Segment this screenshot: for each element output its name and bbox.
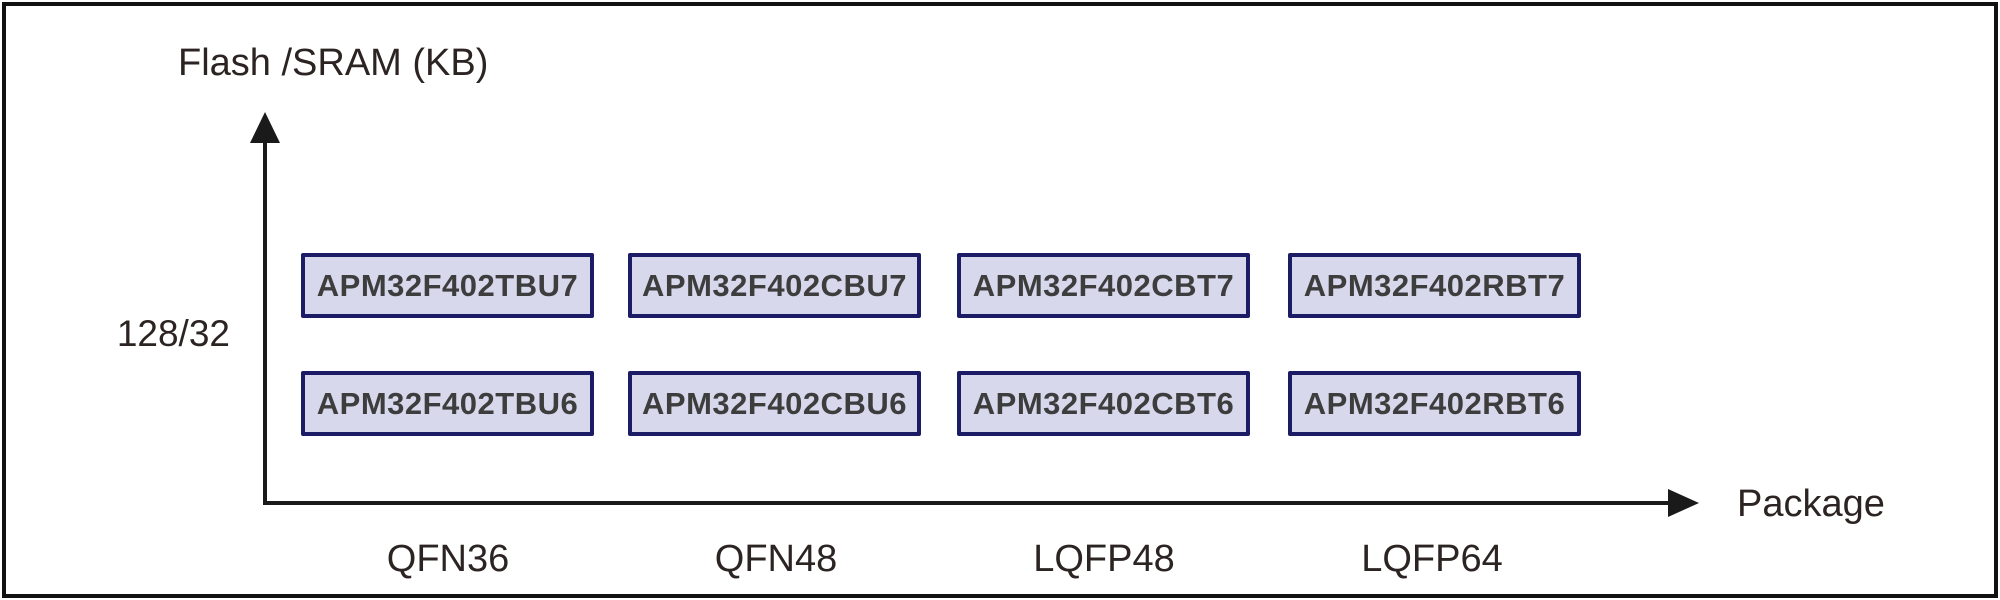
part-box: APM32F402CBT7 [957, 253, 1250, 318]
y-axis-line [263, 135, 267, 505]
part-box: APM32F402TBU6 [301, 371, 594, 436]
part-box: APM32F402RBT6 [1288, 371, 1581, 436]
x-tick-label: QFN36 [386, 538, 510, 580]
x-tick-label: LQFP48 [1033, 538, 1175, 580]
y-axis-title: Flash /SRAM (KB) [178, 42, 489, 84]
x-axis-title: Package [1737, 483, 1885, 525]
x-axis-line [263, 501, 1670, 505]
y-axis-arrowhead-icon [250, 112, 280, 143]
y-tick-label: 128/32 [116, 313, 230, 354]
part-box: APM32F402RBT7 [1288, 253, 1581, 318]
x-axis-arrowhead-icon [1668, 489, 1699, 517]
part-box: APM32F402CBT6 [957, 371, 1250, 436]
part-box: APM32F402TBU7 [301, 253, 594, 318]
x-tick-label: QFN48 [714, 538, 838, 580]
x-tick-label: LQFP64 [1361, 538, 1503, 580]
part-box: APM32F402CBU6 [628, 371, 921, 436]
part-box: APM32F402CBU7 [628, 253, 921, 318]
